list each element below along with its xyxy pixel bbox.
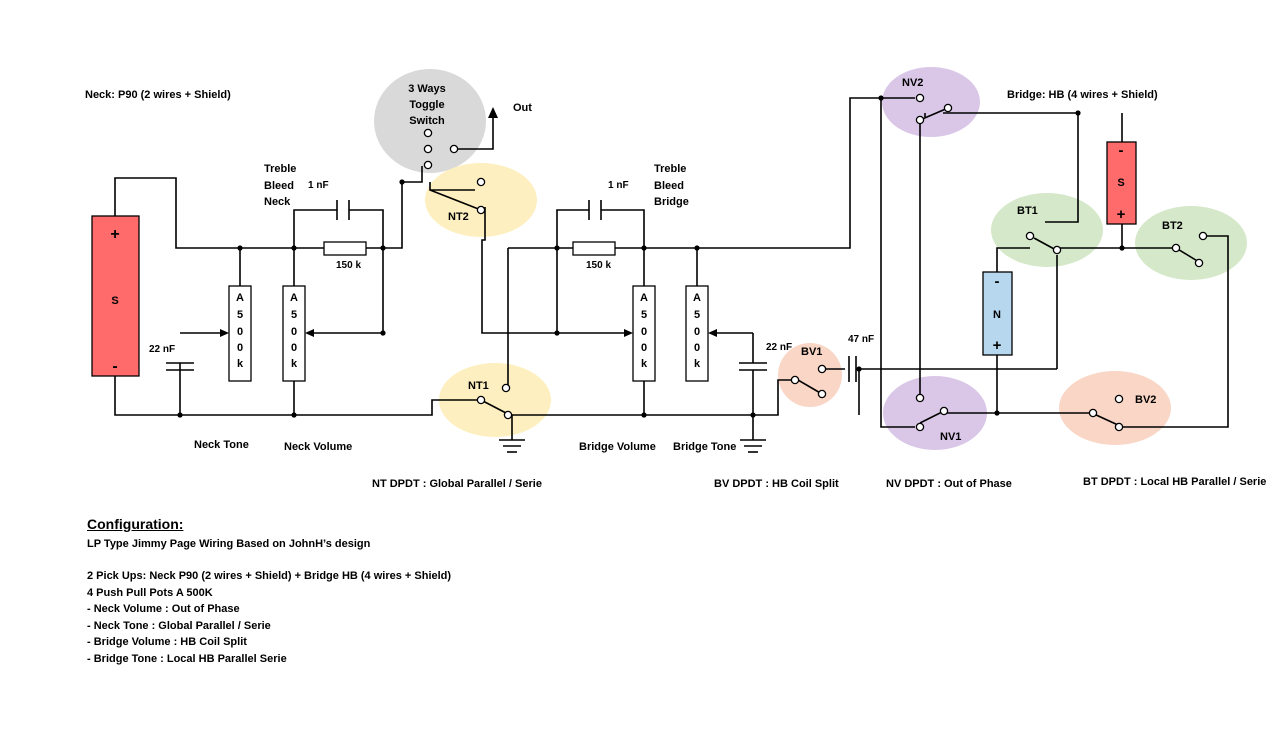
bt1-zone: [991, 193, 1103, 267]
treble-bleed-bridge-1: Treble: [654, 163, 686, 175]
ground-symbols: [499, 415, 766, 453]
neck-pickup-minus: -: [112, 358, 117, 375]
bridge-n-minus: -: [995, 273, 1000, 290]
neck-volume-pot-text: A 5 0 0 k: [290, 292, 298, 370]
svg-text:k: k: [237, 358, 244, 370]
nt1-zone: [439, 363, 551, 437]
capacitor-symbols: [166, 200, 857, 382]
bridge-volume-pot-text: A 5 0 0 k: [640, 292, 648, 370]
svg-text:0: 0: [237, 326, 243, 338]
bridge-n-letter: N: [993, 309, 1001, 321]
svg-text:k: k: [694, 358, 701, 370]
treble-bleed-neck-1: Treble: [264, 163, 296, 175]
svg-text:5: 5: [291, 309, 297, 321]
configuration-notes: Configuration: LP Type Jimmy Page Wiring…: [87, 516, 451, 667]
bridge-s-plus: +: [1117, 206, 1126, 223]
bv1-zone: [778, 343, 842, 407]
out-arrow: [488, 107, 498, 118]
switch-levers: [429, 107, 1200, 426]
treble-bleed-neck-3: Neck: [264, 196, 291, 208]
bt-dpdt-label: BT DPDT : Local HB Parallel / Serie: [1083, 476, 1266, 488]
svg-text:0: 0: [641, 342, 647, 354]
treble-bleed-bridge-2: Bleed: [654, 180, 684, 192]
neck-cap-22nf-label: 22 nF: [149, 344, 175, 355]
nt1-label: NT1: [468, 380, 489, 392]
junction-dots: [177, 95, 1125, 418]
config-line: 2 Pick Ups: Neck P90 (2 wires + Shield) …: [87, 570, 452, 582]
config-line: LP Type Jimmy Page Wiring Based on JohnH…: [87, 537, 371, 550]
svg-text:0: 0: [694, 342, 700, 354]
svg-text:A: A: [236, 292, 244, 304]
treble-bleed-bridge-3: Bridge: [654, 196, 689, 208]
toggle-label-1: 3 Ways: [408, 83, 446, 95]
bv2-zone: [1059, 371, 1171, 445]
out-label: Out: [513, 102, 532, 114]
bridge-cap-1nf-label: 1 nF: [608, 180, 629, 191]
svg-text:0: 0: [237, 342, 243, 354]
toggle-switch-zone: [374, 69, 486, 173]
config-line: - Bridge Volume : HB Coil Split: [87, 636, 247, 648]
bridge-n-plus: +: [993, 337, 1002, 354]
bt2-label: BT2: [1162, 220, 1183, 232]
bt1-label: BT1: [1017, 205, 1038, 217]
config-line: - Neck Volume : Out of Phase: [87, 603, 240, 615]
switch-terminals: [423, 93, 1208, 432]
svg-text:5: 5: [641, 309, 647, 321]
neck-bleed-resistor: [323, 241, 367, 256]
config-line: 4 Push Pull Pots A 500K: [87, 586, 213, 599]
bv2-label: BV2: [1135, 394, 1156, 406]
svg-text:0: 0: [291, 342, 297, 354]
bridge-s-minus: -: [1119, 142, 1124, 159]
nt2-zone: [425, 163, 537, 237]
bridge-volume-label: Bridge Volume: [579, 441, 656, 453]
neck-pickup: [91, 215, 140, 377]
bridge-s-letter: S: [1117, 177, 1124, 189]
bridge-cap-22nf-label: 22 nF: [766, 342, 792, 353]
svg-text:5: 5: [694, 309, 700, 321]
svg-text:k: k: [641, 358, 648, 370]
bv-dpdt-label: BV DPDT : HB Coil Split: [714, 478, 839, 490]
bt2-zone: [1135, 206, 1247, 280]
neck-cap-1nf-label: 1 nF: [308, 180, 329, 191]
treble-bleed-neck-2: Bleed: [264, 180, 294, 192]
bridge-res-label: 150 k: [586, 260, 611, 271]
svg-text:A: A: [693, 292, 701, 304]
cap-47nf-label: 47 nF: [848, 334, 874, 345]
nv2-zone: [882, 67, 980, 137]
neck-tone-pot-text: A 5 0 0 k: [236, 292, 244, 370]
neck-pickup-s: S: [111, 295, 118, 307]
nv1-label: NV1: [940, 431, 961, 443]
nv2-label: NV2: [902, 77, 923, 89]
bridge-pickup-n-coil: [982, 271, 1013, 356]
svg-text:0: 0: [641, 326, 647, 338]
config-line: - Bridge Tone : Local HB Parallel Serie: [87, 652, 287, 665]
svg-text:A: A: [640, 292, 648, 304]
svg-text:0: 0: [694, 326, 700, 338]
pot-wipers: [220, 107, 717, 337]
nt-dpdt-label: NT DPDT : Global Parallel / Serie: [372, 478, 542, 490]
svg-text:A: A: [290, 292, 298, 304]
neck-pickup-plus: +: [110, 226, 119, 243]
nv-dpdt-label: NV DPDT : Out of Phase: [886, 478, 1012, 490]
configuration-title: Configuration:: [87, 516, 184, 532]
wires: [114, 97, 1229, 440]
neck-tone-label: Neck Tone: [194, 439, 249, 451]
neck-pickup-label: Neck: P90 (2 wires + Shield): [85, 89, 231, 101]
neck-volume-label: Neck Volume: [284, 441, 352, 453]
svg-text:5: 5: [237, 309, 243, 321]
config-line: - Neck Tone : Global Parallel / Serie: [87, 619, 271, 632]
nv1-zone: [883, 376, 987, 450]
bridge-tone-label: Bridge Tone: [673, 441, 736, 453]
toggle-label-2: Toggle: [409, 99, 444, 111]
bridge-tone-pot-text: A 5 0 0 k: [693, 292, 701, 370]
bridge-pickup-label: Bridge: HB (4 wires + Shield): [1007, 89, 1158, 101]
nt2-label: NT2: [448, 211, 469, 223]
toggle-label-3: Switch: [409, 115, 445, 127]
bridge-bleed-resistor: [572, 241, 616, 256]
svg-text:0: 0: [291, 326, 297, 338]
svg-text:k: k: [291, 358, 298, 370]
neck-res-label: 150 k: [336, 260, 361, 271]
bv1-label: BV1: [801, 346, 822, 358]
